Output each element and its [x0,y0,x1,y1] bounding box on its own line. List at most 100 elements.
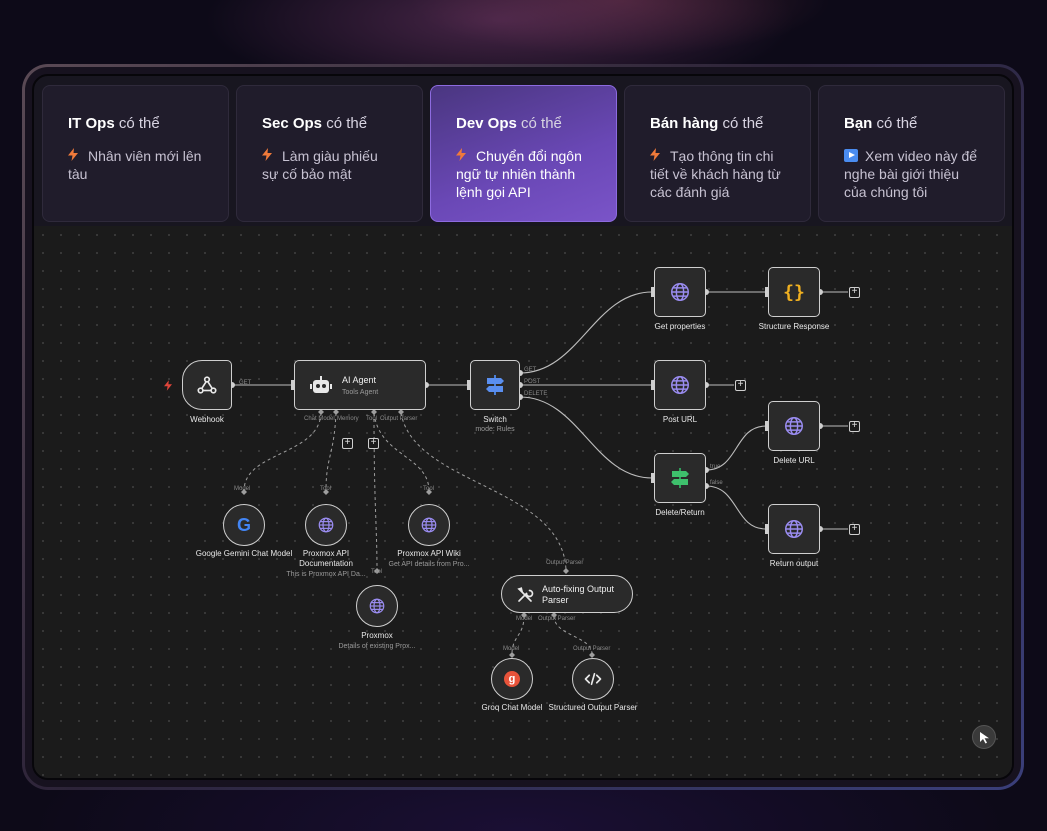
proxdoc-label: Proxmox API Documentation [299,549,353,568]
code-braces-icon: {} [783,281,805,303]
lightning-icon [262,147,276,165]
edge-agent-proxwiki [373,412,430,492]
tab-sec-ops[interactable]: Sec Ops có thể Làm giàu phiếu sự cố bảo … [236,85,423,222]
lightning-icon [650,147,664,165]
add-memory-button[interactable]: + [342,438,353,449]
tab-dev-ops[interactable]: Dev Ops có thể Chuyển đổi ngôn ngữ tự nh… [430,85,617,222]
add-after-return-button[interactable]: + [849,524,860,535]
webhook-port-label: GET [239,380,252,386]
node-auto-fixing-output-parser[interactable]: Auto-fixing Output Parser [501,575,633,613]
webhook-label: Webhook [190,415,224,424]
workflow-canvas[interactable]: GET Webhook AI Agent Tools Agent Chat Mo… [34,226,1012,778]
switch-output-delete: DELETE [524,391,548,397]
switch-output-get: GET [524,367,537,373]
ai-agent-subtitle: Tools Agent [342,389,379,396]
node-proxmox-api-wiki[interactable] [408,504,450,546]
gemini-port-label: Model [234,486,251,492]
autofix-port-in-label: Output Parser [546,560,584,566]
trigger-lightning-icon [164,378,172,396]
edge-delete-deleteurl [705,425,767,471]
node-google-gemini[interactable]: G [223,504,265,546]
node-get-properties[interactable] [654,267,706,317]
delete-return-output-true: true [710,464,721,470]
cursor-icon [979,731,991,749]
node-switch[interactable] [470,360,520,410]
tab-sales[interactable]: Bán hàng có thể Tạo thông tin chi tiết v… [624,85,811,222]
add-tool-button[interactable]: + [368,438,379,449]
structured-port-label: Output Parser [573,646,611,652]
proxwiki-label: Proxmox API Wiki [397,549,461,558]
node-structured-output-parser[interactable] [572,658,614,700]
lightning-icon [456,147,470,165]
edge-agent-gemini [243,412,322,492]
pointer-mode-button[interactable] [972,725,996,749]
node-proxmox[interactable] [356,585,398,627]
proxdoc-subtitle: This is Proxmox API Da... [286,571,366,578]
globe-icon [769,402,819,450]
groq-icon: g [492,659,532,699]
add-after-delete-url-button[interactable]: + [849,421,860,432]
autofix-title: Auto-fixing Output Parser [542,584,615,605]
autofix-port-output-parser: Output Parser [538,616,576,622]
demo-frame: IT Ops có thể Nhân viên mới lên tàu Sec … [22,64,1024,790]
node-ai-agent[interactable]: AI Agent Tools Agent [294,360,426,410]
edge-switch-get [519,291,653,374]
tab-it-ops[interactable]: IT Ops có thể Nhân viên mới lên tàu [42,85,229,222]
node-webhook[interactable] [182,360,232,410]
add-after-structure-button[interactable]: + [849,287,860,298]
add-after-post-button[interactable]: + [735,380,746,391]
node-delete-return[interactable] [654,453,706,503]
agent-port-chat-model: Chat Model [304,416,335,422]
node-post-url[interactable] [654,360,706,410]
code-icon [573,659,613,699]
agent-port-tool: Tool [366,416,378,422]
structured-label: Structured Output Parser [548,703,638,712]
groq-label: Groq Chat Model [481,703,543,712]
gemini-label: Google Gemini Chat Model [195,549,293,558]
switch-label: Switch [483,415,507,424]
tools-icon [516,586,534,609]
globe-icon [409,505,449,545]
proxwiki-port-label: Tool [423,486,435,492]
use-case-tabs: IT Ops có thể Nhân viên mới lên tàu Sec … [42,85,1006,222]
structure-response-label: Structure Response [758,322,830,331]
edge-switch-delete [519,396,653,479]
get-properties-label: Get properties [654,322,706,331]
node-structure-response[interactable]: {} [768,267,820,317]
return-output-label: Return output [769,559,819,568]
node-proxmox-api-doc[interactable] [305,504,347,546]
signpost-icon [471,361,519,409]
proxmox-port-label: Tool [371,569,383,575]
webhook-icon [183,361,231,409]
globe-icon [306,505,346,545]
post-url-label: Post URL [662,415,698,424]
play-icon [844,149,858,162]
edge-autofix-groq [511,615,525,655]
node-delete-url[interactable] [768,401,820,451]
ai-agent-title: AI Agent [342,375,377,385]
globe-icon [769,505,819,553]
globe-icon [357,586,397,626]
delete-return-label: Delete/Return [655,508,705,517]
signpost-icon [655,454,705,502]
node-groq-chat-model[interactable]: g [491,658,533,700]
agent-port-output-parser: Output Parser [380,416,418,422]
delete-url-label: Delete URL [773,456,815,465]
proxdoc-port-label: Tool [320,486,332,492]
proxwiki-subtitle: Get API details from Pro... [388,561,470,568]
switch-subtitle: mode: Rules [475,426,515,433]
google-icon: G [236,514,251,535]
edge-agent-proxmox [373,412,378,572]
lightning-icon [68,147,82,165]
tab-you[interactable]: Bạn có thể Xem video này để nghe bài giớ… [818,85,1005,222]
proxmox-subtitle: Details of existing Prox... [338,643,416,650]
agent-port-memory: Memory [337,416,359,422]
edge-delete-return [705,485,767,530]
edge-agent-proxdoc [325,412,337,492]
node-return-output[interactable] [768,504,820,554]
globe-icon [655,361,705,409]
proxmox-label: Proxmox [361,631,393,640]
globe-icon [655,268,705,316]
autofix-port-model: Model [516,616,533,622]
delete-return-output-false: false [710,480,723,486]
